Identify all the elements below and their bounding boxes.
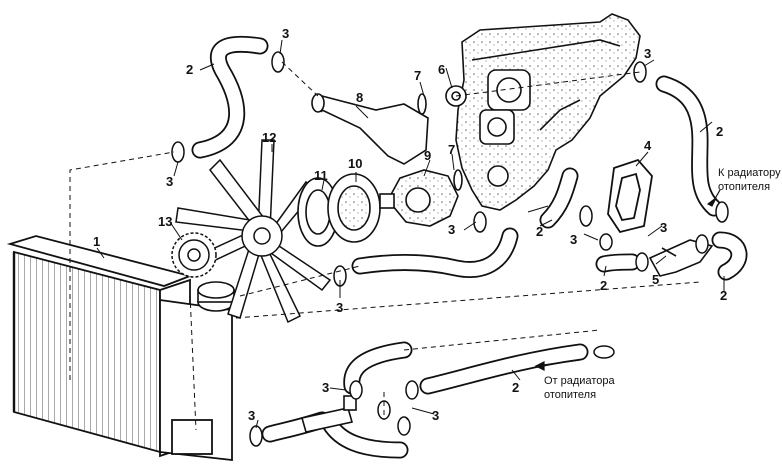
callout-2-upper-hose: 2 (186, 62, 193, 77)
callout-13: 13 (158, 214, 172, 229)
callout-3-i: 3 (322, 380, 329, 395)
callout-11: 11 (314, 168, 328, 183)
callout-7-lower: 7 (448, 142, 455, 157)
callout-7-upper: 7 (414, 68, 421, 83)
lower-hose-tee (300, 395, 357, 433)
callout-3-f: 3 (660, 220, 667, 235)
callout-12: 12 (262, 130, 276, 145)
note-to-heater-line1: К радиатору (718, 167, 781, 179)
callout-6: 6 (438, 62, 445, 77)
flow-notes: К радиатору отопителя От радиатора отопи… (544, 167, 781, 401)
engine-block (455, 13, 641, 211)
note-from-heater-line1: От радиатора (544, 375, 615, 387)
fan-pulley-gear (171, 232, 217, 278)
hose-clamps (171, 51, 729, 447)
callout-numbers: 1 2 2 2 2 2 2 3 3 3 3 3 3 3 3 3 3 4 5 6 … (93, 26, 727, 423)
flow-arrows (534, 189, 721, 371)
callout-2-lower-hose: 2 (512, 380, 519, 395)
callout-3-d: 3 (448, 222, 455, 237)
leader-lines (96, 39, 725, 429)
callout-2-tank-hose: 2 (536, 224, 543, 239)
note-from-heater-line2: отопителя (544, 389, 596, 401)
callout-10: 10 (348, 156, 362, 171)
callout-3-g: 3 (336, 300, 343, 315)
callout-2-connector-hose: 2 (720, 288, 727, 303)
callout-2-heater-hose: 2 (716, 124, 723, 139)
callout-5: 5 (652, 272, 659, 287)
callout-2-small-hose: 2 (600, 278, 607, 293)
callout-3-a: 3 (282, 26, 289, 41)
fan-blades (175, 139, 332, 324)
callout-3-e: 3 (570, 232, 577, 247)
viscous-fan-clutch (297, 173, 381, 247)
radiator (6, 235, 233, 462)
callout-3-h: 3 (248, 408, 255, 423)
callout-8: 8 (356, 90, 363, 105)
callout-9: 9 (424, 148, 431, 163)
callout-3-j: 3 (432, 408, 439, 423)
callout-3-c: 3 (644, 46, 651, 61)
note-to-heater-line2: отопителя (718, 181, 770, 193)
callout-3-b: 3 (166, 174, 173, 189)
callout-4: 4 (644, 138, 652, 153)
water-pump (379, 169, 459, 227)
radiator-cap (197, 281, 235, 312)
expansion-tank (607, 158, 653, 234)
callout-1: 1 (93, 234, 100, 249)
thermostat-housing (311, 85, 467, 191)
